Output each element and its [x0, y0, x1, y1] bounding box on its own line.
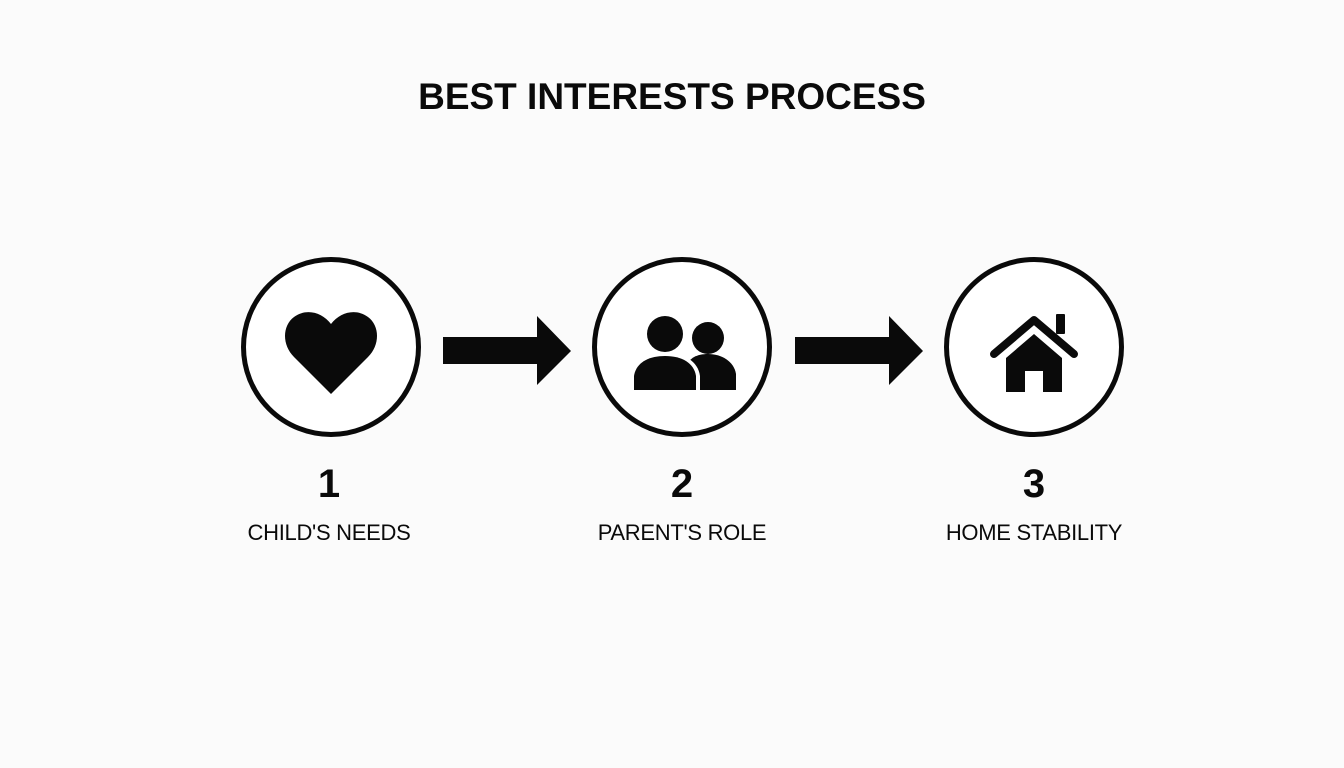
step-1-number: 1	[317, 462, 341, 506]
people-icon	[630, 313, 736, 393]
step-3-circle	[944, 257, 1124, 437]
step-2-circle	[592, 257, 772, 437]
house-icon	[990, 314, 1078, 392]
page-title: BEST INTERESTS PROCESS	[418, 76, 926, 117]
arrow-right-icon	[795, 316, 923, 385]
step-2-number: 2	[670, 462, 694, 506]
step-1-circle	[241, 257, 421, 437]
step-2-label: PARENT'S ROLE	[597, 520, 767, 545]
step-3-label: HOME STABILITY	[945, 520, 1123, 545]
step-3-number: 3	[1022, 462, 1046, 506]
heart-icon	[285, 312, 377, 394]
arrow-right-icon	[443, 316, 571, 385]
step-1-label: CHILD'S NEEDS	[247, 520, 411, 545]
